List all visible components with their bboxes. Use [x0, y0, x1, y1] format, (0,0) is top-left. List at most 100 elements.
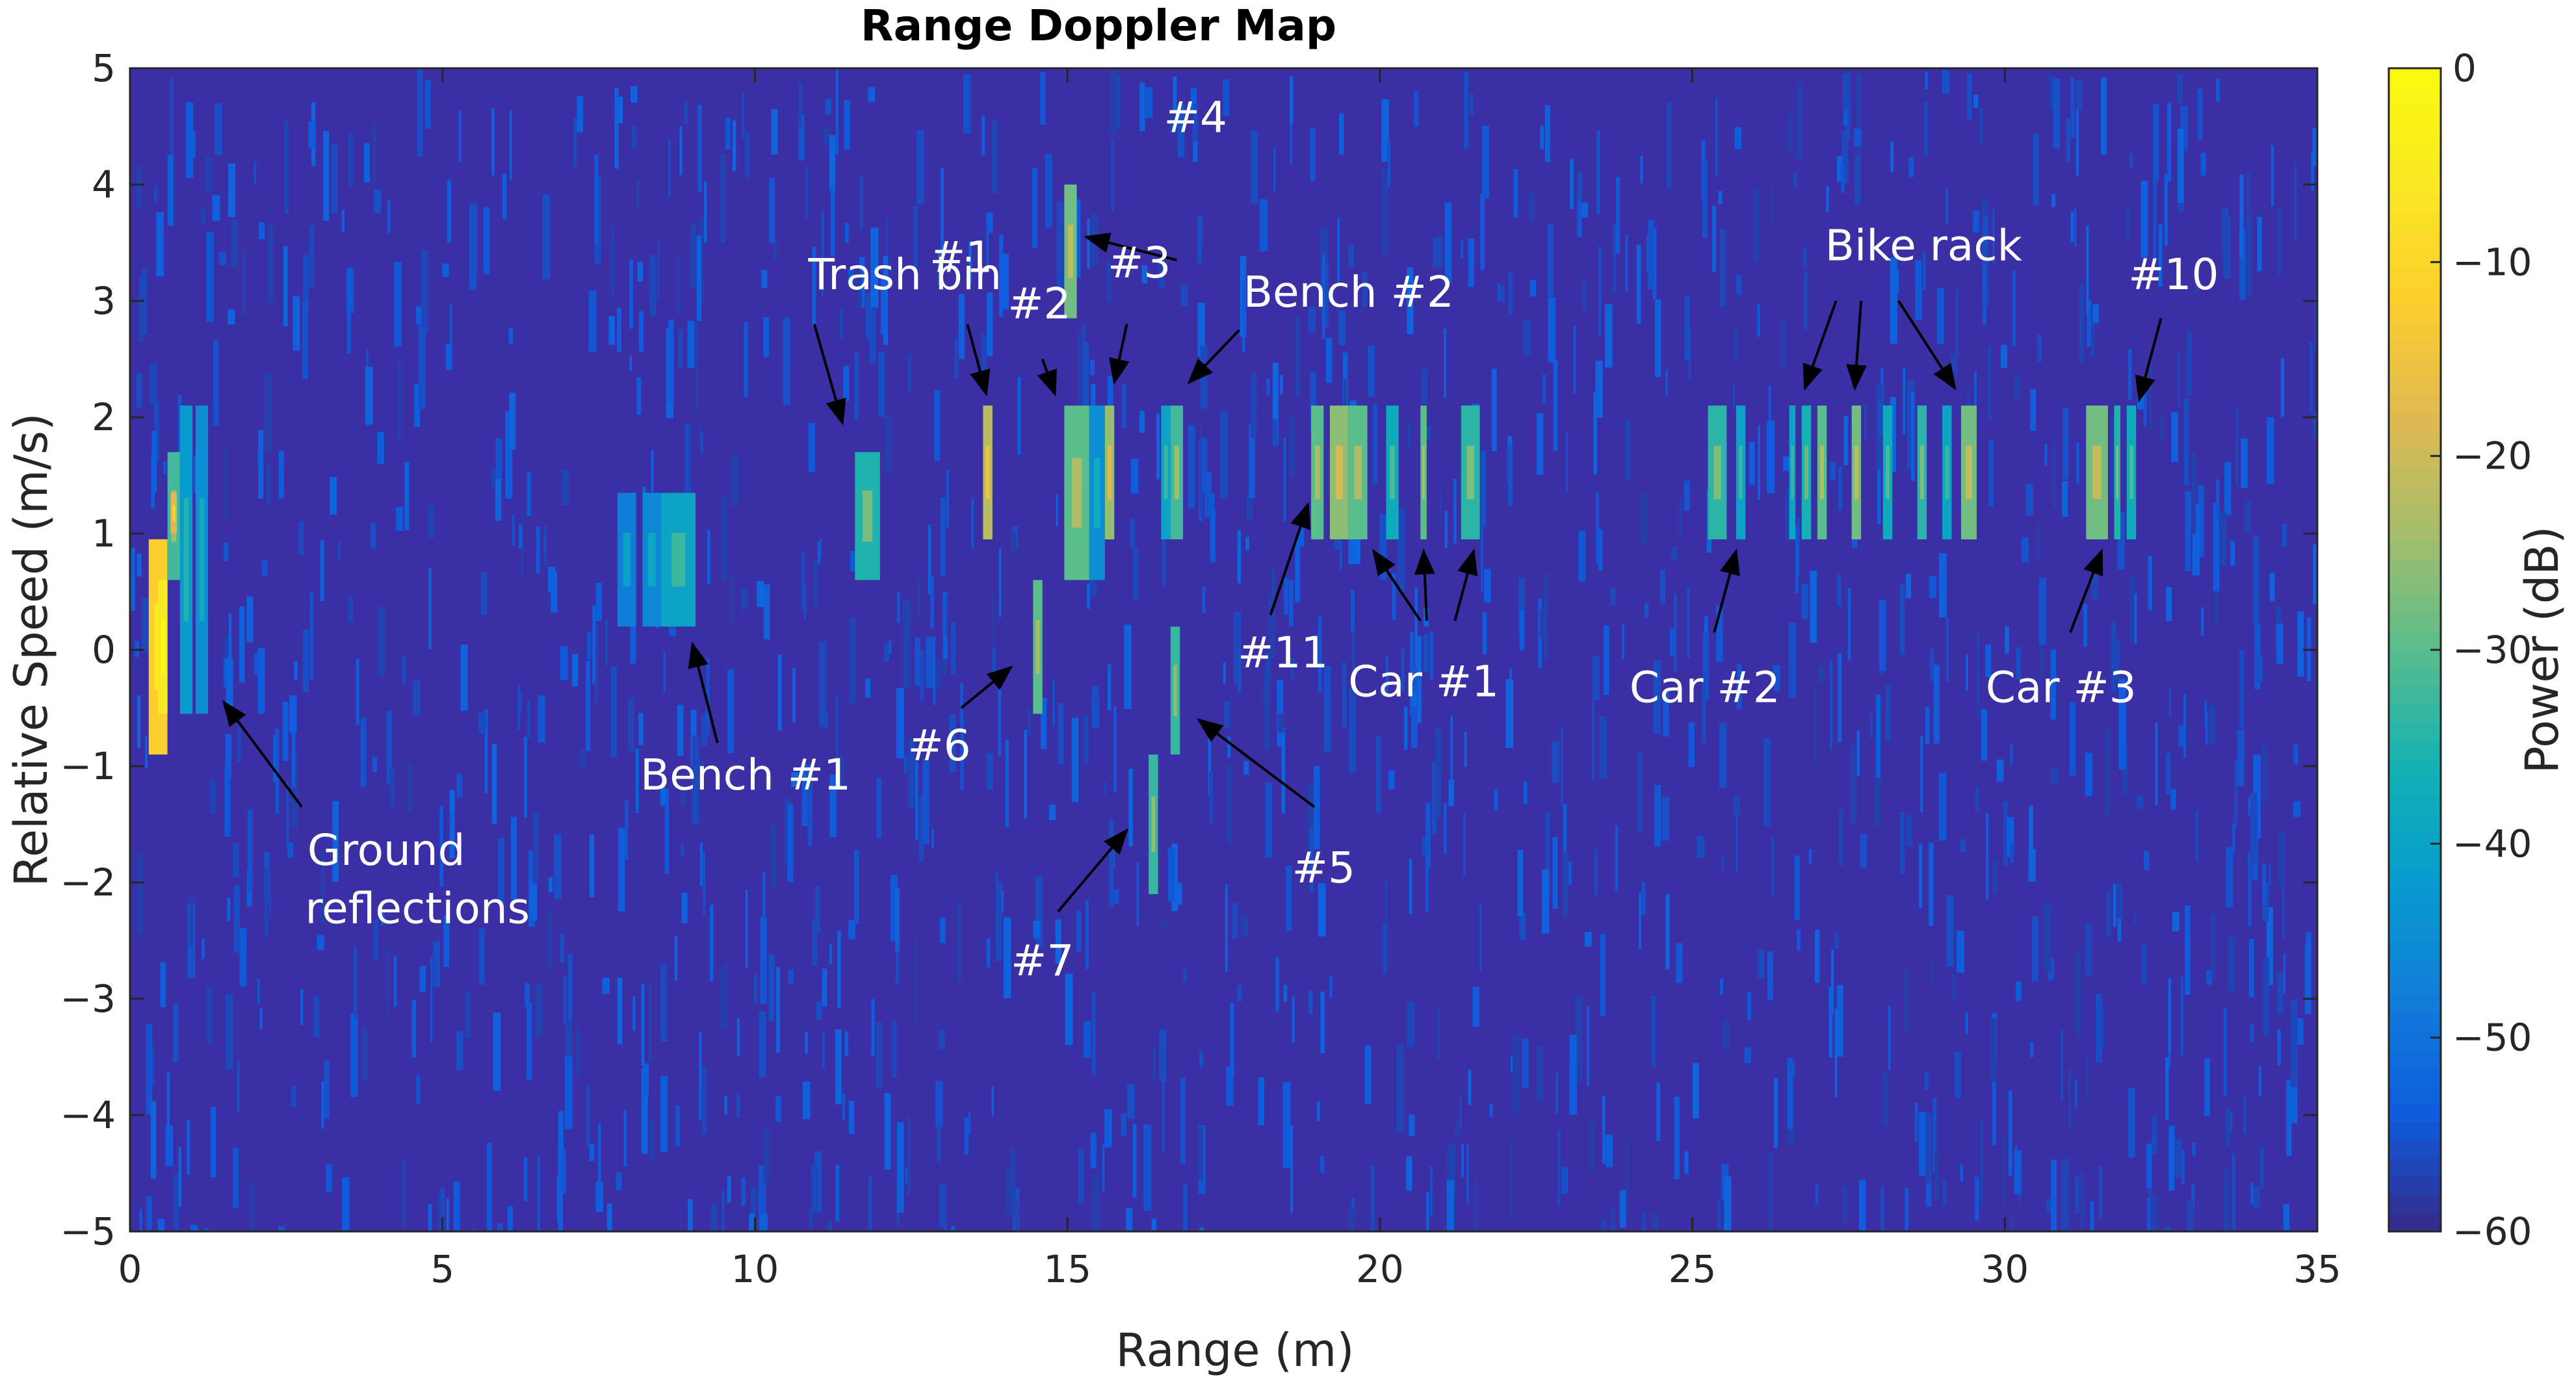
annotation-arrow [2069, 548, 2103, 633]
noise-streak [1242, 281, 1245, 352]
noise-streak [1227, 736, 1231, 758]
noise-streak [495, 438, 502, 480]
colorbar-cell [2389, 595, 2441, 614]
noise-streak [1975, 1176, 1979, 1221]
target-core [1920, 445, 1924, 500]
noise-streak [354, 947, 358, 1019]
noise-streak [1424, 426, 1431, 439]
annotation-label: Car #1 [1348, 657, 1499, 707]
noise-streak [377, 431, 384, 464]
noise-streak [1162, 501, 1166, 586]
noise-streak [2250, 792, 2257, 866]
noise-streak [1003, 917, 1011, 998]
noise-streak [2062, 407, 2069, 480]
noise-streak [1318, 616, 1322, 693]
noise-streak [1279, 374, 1283, 395]
noise-streak [560, 934, 564, 963]
noise-streak [930, 575, 934, 628]
noise-streak [2165, 1057, 2169, 1120]
noise-streak [1957, 931, 1964, 973]
noise-streak [2246, 170, 2252, 222]
noise-streak [683, 101, 688, 124]
noise-streak [1159, 1029, 1167, 1081]
noise-streak [998, 548, 1002, 617]
noise-streak [205, 157, 213, 192]
noise-streak [813, 560, 818, 607]
noise-streak [1563, 804, 1567, 895]
noise-streak [1581, 202, 1588, 218]
noise-streak [1768, 385, 1771, 444]
noise-streak [1180, 1077, 1186, 1165]
noise-streak [736, 1018, 740, 1057]
noise-streak [2141, 944, 2148, 985]
noise-streak [2092, 304, 2099, 324]
noise-streak [830, 185, 835, 257]
noise-streak [1277, 679, 1283, 747]
noise-streak [915, 637, 921, 686]
noise-streak [1719, 979, 1723, 995]
noise-streak [986, 224, 989, 266]
noise-streak [1582, 279, 1586, 311]
noise-streak [1545, 812, 1550, 903]
noise-streak [1951, 355, 1958, 374]
noise-streak [1005, 740, 1009, 828]
noise-streak [1519, 610, 1525, 650]
noise-streak [889, 640, 892, 654]
noise-streak [808, 422, 816, 472]
noise-streak [1615, 825, 1619, 892]
noise-streak [2070, 77, 2075, 138]
colorbar-cell [2389, 831, 2441, 851]
noise-streak [1663, 691, 1669, 737]
noise-streak [562, 470, 569, 506]
noise-streak [130, 548, 135, 611]
noise-streak [1121, 1113, 1126, 1137]
noise-streak [566, 1022, 572, 1087]
noise-streak [160, 962, 166, 1007]
noise-streak [631, 86, 638, 103]
noise-streak [1133, 547, 1138, 601]
noise-streak [1600, 934, 1606, 1016]
noise-streak [443, 915, 450, 968]
noise-streak [1057, 201, 1064, 287]
noise-streak [157, 1218, 165, 1231]
noise-streak [532, 812, 539, 884]
noise-streak [1461, 240, 1463, 259]
noise-streak [413, 680, 421, 716]
noise-streak [2209, 704, 2216, 744]
noise-streak [1475, 1181, 1477, 1231]
noise-streak [660, 784, 666, 806]
noise-streak [1190, 88, 1197, 112]
noise-streak [224, 637, 232, 678]
noise-streak [802, 764, 809, 827]
noise-streak [1923, 252, 1926, 290]
noise-streak [946, 1231, 952, 1250]
noise-streak [1610, 587, 1617, 606]
noise-streak [1108, 376, 1113, 432]
noise-streak [1117, 74, 1121, 128]
noise-streak [1087, 218, 1090, 269]
noise-streak [1858, 1179, 1866, 1231]
noise-streak [915, 939, 917, 1022]
noise-streak [1224, 701, 1230, 728]
noise-streak [1702, 159, 1708, 238]
noise-streak [269, 892, 272, 918]
noise-streak [1942, 70, 1950, 94]
annotation-arrow [1414, 548, 1435, 621]
target-core [1804, 445, 1808, 500]
noise-streak [1563, 851, 1568, 916]
noise-streak [696, 322, 698, 412]
noise-streak [1920, 736, 1923, 813]
noise-streak [941, 168, 944, 251]
noise-streak [1834, 933, 1840, 949]
noise-streak [922, 759, 930, 845]
noise-streak [920, 650, 924, 701]
noise-streak [643, 1063, 649, 1096]
noise-streak [1277, 713, 1284, 733]
noise-streak [1875, 694, 1881, 778]
noise-streak [707, 530, 710, 585]
noise-streak [478, 928, 486, 985]
noise-streak [1511, 1056, 1514, 1074]
noise-streak [1771, 836, 1775, 896]
noise-streak [1459, 1096, 1462, 1129]
noise-streak [677, 704, 684, 756]
